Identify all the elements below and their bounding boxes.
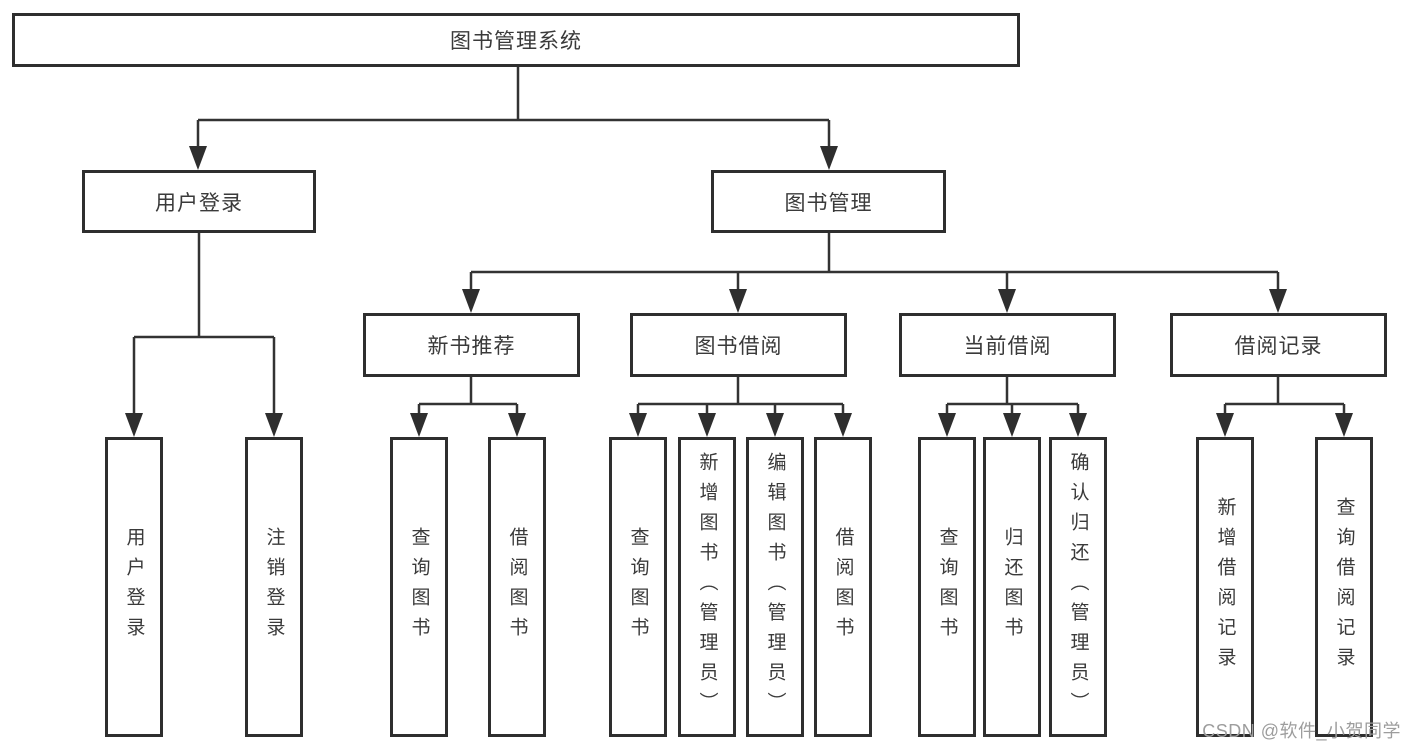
node-leaf-return-book: 归还图书 bbox=[983, 437, 1041, 737]
node-current-borrowing: 当前借阅 bbox=[899, 313, 1116, 377]
node-library-management-system-label: 图书管理系统 bbox=[450, 30, 582, 53]
node-leaf-add-book-admin: 新增图书（管理员） bbox=[678, 437, 736, 737]
arrow-down-icon bbox=[1269, 289, 1287, 313]
node-leaf-query-books-recommend: 查询图书 bbox=[390, 437, 448, 737]
arrow-down-icon bbox=[698, 413, 716, 437]
node-borrowing-records: 借阅记录 bbox=[1170, 313, 1387, 377]
node-leaf-query-books-borrow-label: 查询图书 bbox=[627, 527, 649, 647]
node-leaf-query-books-borrow: 查询图书 bbox=[609, 437, 667, 737]
arrow-down-icon bbox=[998, 289, 1016, 313]
arrow-down-icon bbox=[462, 289, 480, 313]
arrow-down-icon bbox=[766, 413, 784, 437]
node-book-management: 图书管理 bbox=[711, 170, 946, 233]
arrow-down-icon bbox=[834, 413, 852, 437]
arrow-down-icon bbox=[508, 413, 526, 437]
node-leaf-logout: 注销登录 bbox=[245, 437, 303, 737]
node-leaf-logout-label: 注销登录 bbox=[263, 527, 285, 647]
node-leaf-query-borrow-record: 查询借阅记录 bbox=[1315, 437, 1373, 737]
arrow-down-icon bbox=[1216, 413, 1234, 437]
node-leaf-confirm-return-admin-label: 确认归还（管理员） bbox=[1067, 452, 1089, 722]
node-leaf-query-books-current: 查询图书 bbox=[918, 437, 976, 737]
node-leaf-borrow-books-label: 借阅图书 bbox=[832, 527, 854, 647]
arrow-down-icon bbox=[189, 146, 207, 170]
node-leaf-query-books-recommend-label: 查询图书 bbox=[408, 527, 430, 647]
node-leaf-edit-book-admin-label: 编辑图书（管理员） bbox=[764, 452, 786, 722]
arrow-down-icon bbox=[729, 289, 747, 313]
node-new-book-recommendation: 新书推荐 bbox=[363, 313, 580, 377]
node-library-management-system: 图书管理系统 bbox=[12, 13, 1020, 67]
node-leaf-user-login: 用户登录 bbox=[105, 437, 163, 737]
node-current-borrowing-label: 当前借阅 bbox=[963, 335, 1052, 358]
arrow-down-icon bbox=[265, 413, 283, 437]
node-leaf-borrow-books-recommend: 借阅图书 bbox=[488, 437, 546, 737]
node-leaf-query-borrow-record-label: 查询借阅记录 bbox=[1333, 497, 1355, 677]
node-user-login-label: 用户登录 bbox=[155, 191, 243, 215]
node-new-book-recommendation-label: 新书推荐 bbox=[427, 335, 516, 358]
arrow-down-icon bbox=[629, 413, 647, 437]
node-leaf-borrow-books: 借阅图书 bbox=[814, 437, 872, 737]
csdn-watermark: CSDN @软件_小贺同学 bbox=[1202, 721, 1401, 741]
node-leaf-user-login-label: 用户登录 bbox=[123, 527, 145, 647]
node-leaf-add-borrow-record: 新增借阅记录 bbox=[1196, 437, 1254, 737]
arrow-down-icon bbox=[410, 413, 428, 437]
arrow-down-icon bbox=[820, 146, 838, 170]
arrow-down-icon bbox=[1003, 413, 1021, 437]
arrow-down-icon bbox=[125, 413, 143, 437]
node-leaf-add-book-admin-label: 新增图书（管理员） bbox=[696, 452, 718, 722]
arrow-down-icon bbox=[1069, 413, 1087, 437]
node-borrowing-records-label: 借阅记录 bbox=[1234, 335, 1323, 358]
node-leaf-borrow-books-recommend-label: 借阅图书 bbox=[506, 527, 528, 647]
node-user-login: 用户登录 bbox=[82, 170, 316, 233]
node-leaf-return-book-label: 归还图书 bbox=[1001, 527, 1023, 647]
node-book-borrowing: 图书借阅 bbox=[630, 313, 847, 377]
node-leaf-add-borrow-record-label: 新增借阅记录 bbox=[1214, 497, 1236, 677]
node-leaf-query-books-current-label: 查询图书 bbox=[936, 527, 958, 647]
arrow-down-icon bbox=[938, 413, 956, 437]
node-book-borrowing-label: 图书借阅 bbox=[694, 335, 783, 358]
arrow-down-icon bbox=[1335, 413, 1353, 437]
node-leaf-edit-book-admin: 编辑图书（管理员） bbox=[746, 437, 804, 737]
node-book-management-label: 图书管理 bbox=[784, 191, 873, 215]
node-leaf-confirm-return-admin: 确认归还（管理员） bbox=[1049, 437, 1107, 737]
